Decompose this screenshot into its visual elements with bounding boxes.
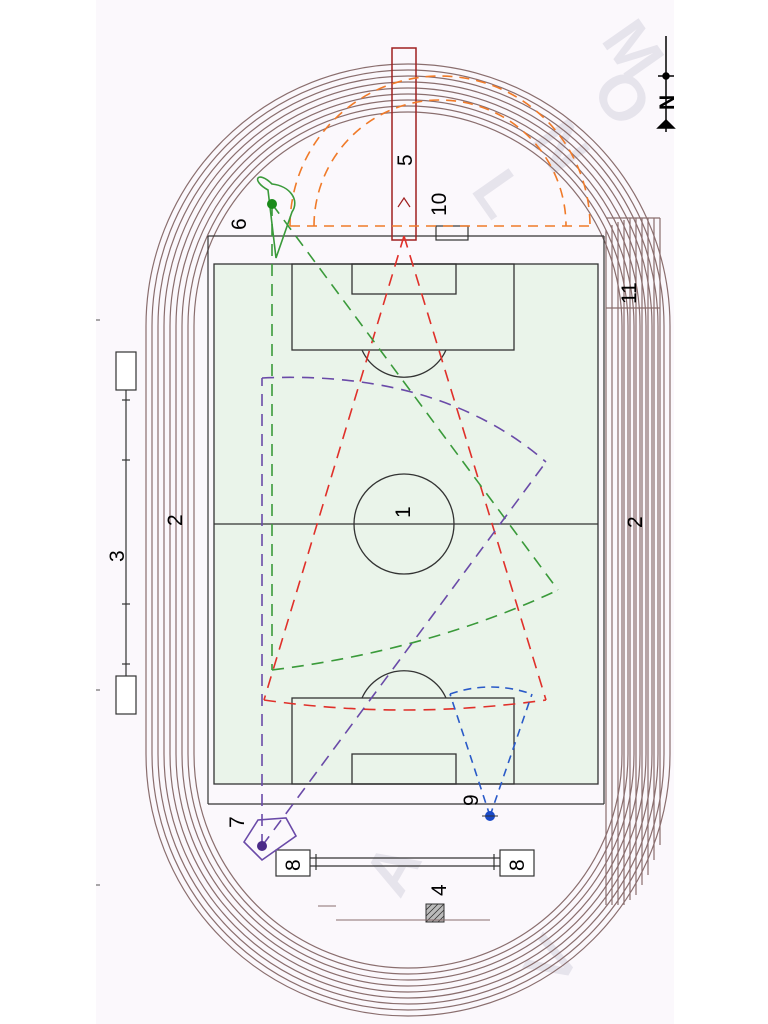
left-edge-ticks [96, 319, 100, 886]
camera-purple-zone [242, 376, 547, 862]
camera-green-zone [256, 176, 559, 671]
label-structure-3: 3 [106, 550, 129, 562]
gantry-8 [275, 849, 535, 877]
runway [391, 47, 417, 241]
label-track-east: 2 [624, 516, 647, 528]
runway-arrow [397, 196, 411, 208]
label-item-4: 4 [428, 884, 451, 896]
east-straight-extension [605, 217, 661, 905]
structure-3 [115, 351, 137, 715]
camera-orange-zone [289, 75, 591, 227]
label-track-west: 2 [164, 514, 187, 526]
label-field: 1 [392, 506, 415, 518]
camera-red-zone [263, 235, 547, 711]
label-item-6: 6 [228, 218, 251, 230]
label-item-7: 7 [226, 816, 249, 828]
label-item-8-right: 8 [506, 859, 529, 871]
label-item-5: 5 [394, 154, 417, 166]
running-track [145, 63, 671, 1017]
camera-green-point [267, 199, 277, 209]
camera-blue-zone [449, 686, 533, 817]
camera-purple-point [257, 841, 267, 851]
label-item-11: 11 [618, 282, 641, 304]
label-item-9: 9 [460, 794, 483, 806]
north-label: N [656, 95, 679, 110]
equipment-4 [318, 903, 490, 923]
north-arrow [656, 36, 676, 132]
football-pitch [213, 263, 599, 785]
label-item-10: 10 [428, 193, 451, 216]
label-item-8-left: 8 [282, 859, 305, 871]
